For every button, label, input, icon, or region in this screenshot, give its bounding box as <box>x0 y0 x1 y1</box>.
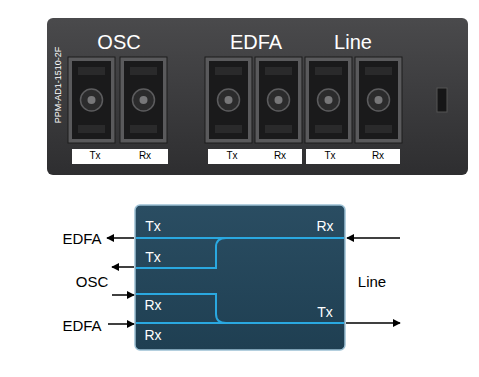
port-label: Tx <box>145 219 161 233</box>
model-number: PPM-AD1-1510-2F <box>54 47 63 124</box>
indicator-slot <box>437 88 447 112</box>
faceplate <box>47 18 468 175</box>
port-label: Tx <box>145 250 161 264</box>
port-group-title: Line <box>334 32 372 52</box>
signal-arrow <box>107 237 134 239</box>
port-label: Rx <box>144 298 161 312</box>
port-label: Rx <box>316 219 333 233</box>
signal-arrow <box>346 322 400 324</box>
port-label: Rx <box>144 328 161 342</box>
port-label: Rx <box>139 151 151 161</box>
label-strip <box>72 149 168 164</box>
module-schematic: TxTxRxRxRxTx <box>135 205 345 350</box>
fiber-port <box>305 57 352 143</box>
port-label: Tx <box>226 151 237 161</box>
optical-path <box>136 238 226 268</box>
optical-path <box>136 322 344 324</box>
fiber-port <box>120 57 167 143</box>
signal-arrow <box>112 294 134 296</box>
label-strip <box>306 149 400 164</box>
port-group-title: OSC <box>97 32 140 52</box>
module-block <box>135 205 345 350</box>
fiber-port <box>68 57 115 143</box>
port-label: Rx <box>372 151 384 161</box>
signal-name: EDFA <box>62 231 101 246</box>
signal-arrow <box>112 266 134 268</box>
signal-arrow <box>108 323 134 325</box>
optical-path <box>136 294 226 323</box>
port-group-title: EDFA <box>230 32 282 52</box>
port-label: Tx <box>324 151 335 161</box>
label-strip <box>208 149 302 164</box>
fiber-port <box>255 57 302 143</box>
signal-arrow <box>347 237 400 239</box>
fiber-port <box>355 57 402 143</box>
port-label: Tx <box>317 305 333 319</box>
optical-path <box>136 237 344 239</box>
port-label: Rx <box>274 151 286 161</box>
signal-name: OSC <box>76 274 109 289</box>
port-label: Tx <box>89 151 100 161</box>
signal-name: Line <box>358 274 386 289</box>
faceplate-panel: PPM-AD1-1510-2F OSC EDFA LineTx Rx Tx Rx Tx Rx <box>47 18 468 175</box>
signal-name: EDFA <box>62 318 101 333</box>
fiber-port <box>205 57 252 143</box>
